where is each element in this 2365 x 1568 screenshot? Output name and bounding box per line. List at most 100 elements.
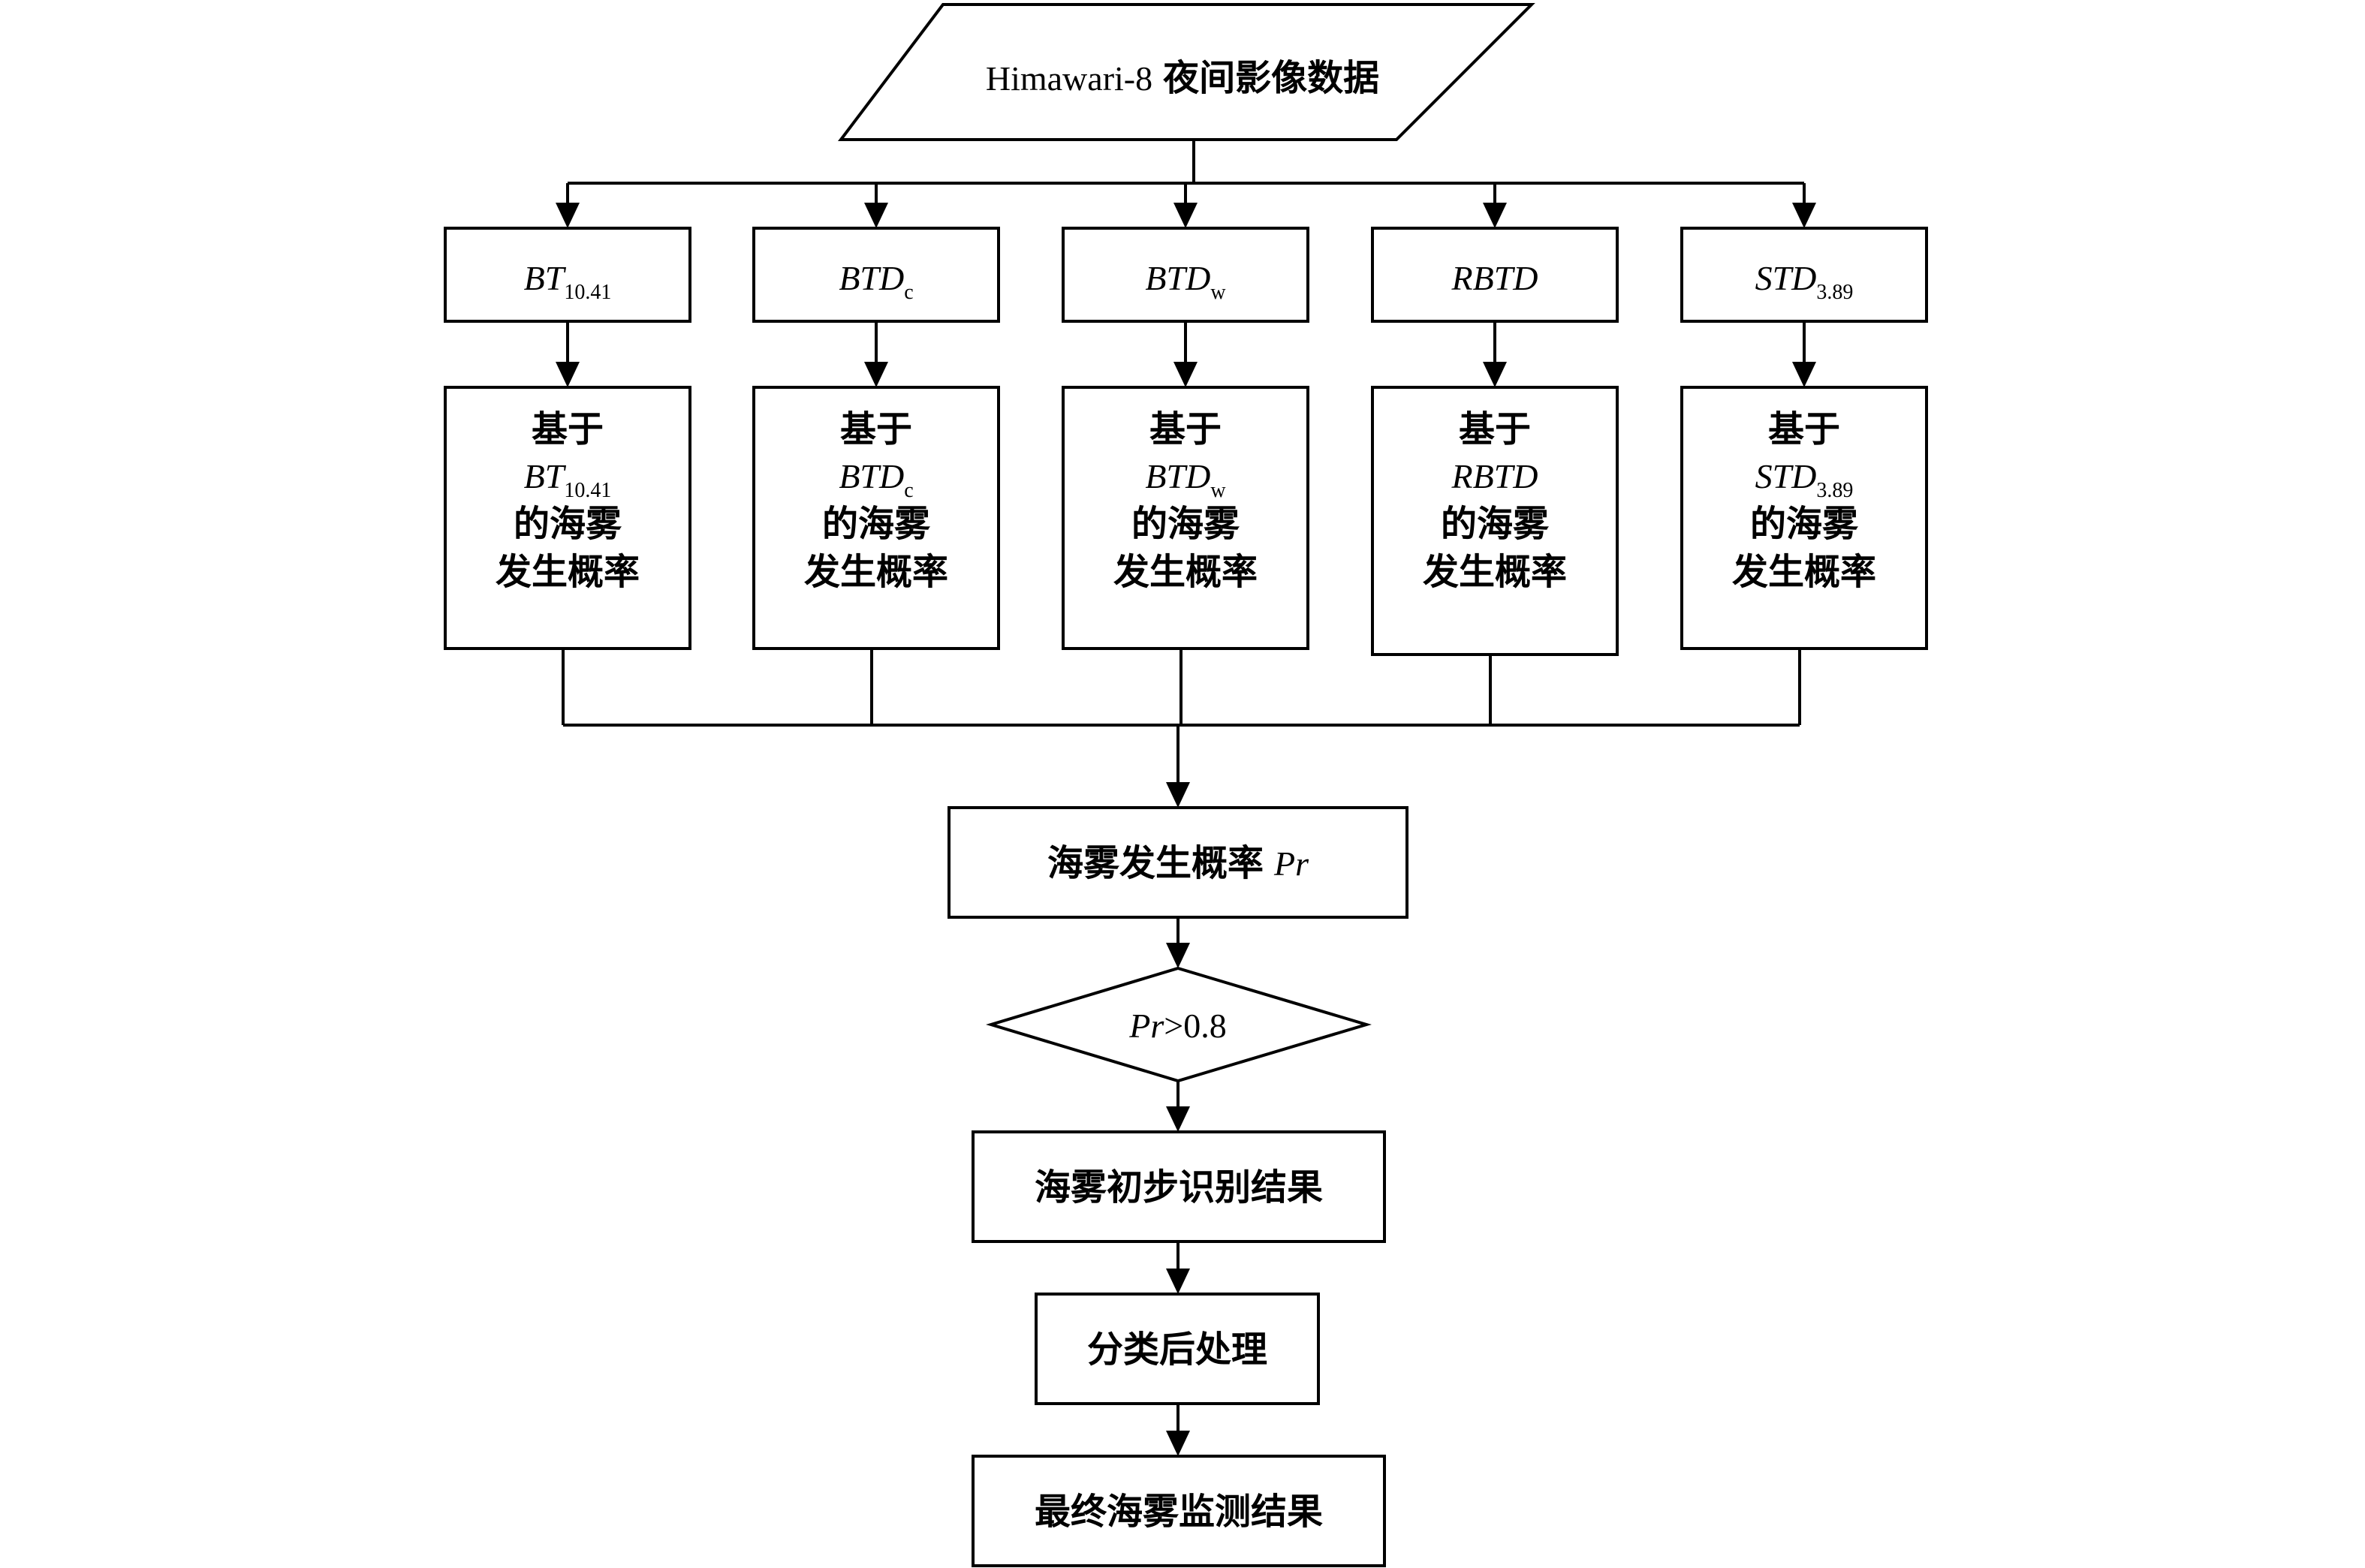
probability-feature-std: STD3.89	[1755, 457, 1854, 502]
postprocess-label: 分类后处理	[1087, 1329, 1267, 1371]
feature-node-bt: BT10.41	[444, 227, 691, 323]
feature-node-std: STD3.89	[1680, 227, 1928, 323]
probability-box-btdw	[1062, 386, 1309, 650]
feature-box-rbtd	[1371, 227, 1619, 323]
connectors	[556, 140, 1816, 1456]
input-parallelogram	[837, 3, 1535, 141]
decision-to-preliminary-arrow	[1166, 1106, 1190, 1132]
feature-label-btdc: BTDc	[839, 259, 913, 304]
probability-line1-bt: 基于	[532, 408, 604, 450]
probability-line1-rbtd: 基于	[1459, 408, 1531, 450]
probability-feature-rbtd-main: RBTD	[1451, 457, 1538, 495]
probability-line3-btdc: 的海雾	[822, 503, 931, 545]
feature-label-rbtd-main: RBTD	[1451, 259, 1538, 297]
feature-label-btdc-main: BTD	[839, 259, 904, 297]
feature-label-btdw-subscript: w	[1210, 281, 1226, 304]
probability-feature-bt-subscript: 10.41	[564, 479, 611, 502]
input-label: Himawari-8 夜间影像数据	[986, 57, 1379, 99]
decision-diamond	[986, 966, 1372, 1083]
probability-feature-std-main: STD	[1755, 457, 1817, 495]
probability-line3-bt: 的海雾	[514, 503, 622, 545]
feature-box-std	[1680, 227, 1928, 323]
probability-line4-rbtd: 发生概率	[1423, 551, 1567, 593]
feature-label-btdc-subscript: c	[904, 281, 913, 304]
feature-label-std-main: STD	[1755, 259, 1817, 297]
probability-feature-btdw-main: BTD	[1145, 457, 1210, 495]
feature-label-bt-subscript: 10.41	[564, 281, 611, 304]
probability-line3-std: 的海雾	[1750, 503, 1859, 545]
feature-label-bt-main: BT	[524, 259, 567, 297]
final-result-label: 最终海雾监测结果	[1035, 1491, 1323, 1533]
feature-label-btdw-main: BTD	[1145, 259, 1210, 297]
probability-feature-bt-main: BT	[524, 457, 567, 495]
probability-row: 基于BT10.41的海雾发生概率基于BTDc的海雾发生概率基于BTDw的海雾发生…	[444, 386, 1928, 656]
merge-to-combined-arrow	[1166, 782, 1190, 808]
input-data-node: Himawari-8 夜间影像数据	[837, 3, 1535, 141]
probability-feature-btdw: BTDw	[1145, 457, 1226, 502]
final-result-box	[972, 1455, 1386, 1567]
decision-label: Pr>0.8	[1128, 1007, 1226, 1045]
combined-to-decision-arrow	[1166, 943, 1190, 968]
probability-box-std	[1680, 386, 1928, 650]
probability-feature-btdc-main: BTD	[839, 457, 904, 495]
combined-label-cjk: 海雾发生概率	[1047, 842, 1264, 884]
feature-box-btdw	[1062, 227, 1309, 323]
feature-to-prob-arrow-btdw	[1173, 362, 1198, 387]
feature-label-bt: BT10.41	[524, 259, 612, 304]
probability-line4-bt: 发生概率	[496, 551, 640, 593]
probability-feature-std-subscript: 3.89	[1816, 479, 1853, 502]
postprocess-to-final-arrow	[1166, 1431, 1190, 1456]
step-preliminary: 海雾初步识别结果	[972, 1130, 1386, 1243]
probability-feature-rbtd: RBTD	[1451, 457, 1538, 495]
postprocess-box	[1035, 1293, 1320, 1405]
feature-label-rbtd: RBTD	[1451, 259, 1538, 297]
combined-label-var: Pr	[1273, 844, 1309, 883]
decision-var: Pr	[1128, 1007, 1164, 1045]
probability-box-bt	[444, 386, 691, 650]
feature-label-std-subscript: 3.89	[1816, 281, 1853, 304]
input-label-cjk: 夜间影像数据	[1162, 57, 1379, 99]
feature-to-prob-arrow-rbtd	[1483, 362, 1507, 387]
probability-feature-btdc-subscript: c	[904, 479, 913, 502]
step-postprocess: 分类后处理	[1035, 1293, 1320, 1405]
feature-to-prob-arrow-std	[1792, 362, 1816, 387]
preliminary-result-label: 海雾初步识别结果	[1035, 1166, 1323, 1208]
decision-node: Pr>0.8	[986, 966, 1372, 1083]
feature-node-btdc: BTDc	[752, 227, 1000, 323]
probability-line4-std: 发生概率	[1732, 551, 1876, 593]
branch-arrow-btdw	[1173, 203, 1198, 228]
feature-to-prob-arrow-btdc	[864, 362, 888, 387]
combined-probability-box	[948, 806, 1408, 919]
branch-arrow-std	[1792, 203, 1816, 228]
probability-feature-btdw-subscript: w	[1210, 479, 1226, 502]
probability-line1-std: 基于	[1768, 408, 1840, 450]
feature-node-btdw: BTDw	[1062, 227, 1309, 323]
probability-line1-btdc: 基于	[840, 408, 912, 450]
feature-to-prob-arrow-bt	[556, 362, 580, 387]
probability-line3-btdw: 的海雾	[1131, 503, 1240, 545]
probability-line4-btdc: 发生概率	[804, 551, 948, 593]
step-final: 最终海雾监测结果	[972, 1455, 1386, 1567]
branch-arrow-btdc	[864, 203, 888, 228]
feature-label-std: STD3.89	[1755, 259, 1854, 304]
probability-line3-rbtd: 的海雾	[1441, 503, 1550, 545]
probability-line4-btdw: 发生概率	[1113, 551, 1258, 593]
probability-box-rbtd	[1371, 386, 1619, 656]
probability-box-btdc	[752, 386, 1000, 650]
feature-label-btdw: BTDw	[1145, 259, 1226, 304]
decision-condition: >0.8	[1164, 1007, 1226, 1045]
input-label-latin: Himawari-8	[986, 59, 1152, 98]
feature-box-btdc	[752, 227, 1000, 323]
feature-box-bt	[444, 227, 691, 323]
branch-arrow-rbtd	[1483, 203, 1507, 228]
feature-node-rbtd: RBTD	[1371, 227, 1619, 323]
